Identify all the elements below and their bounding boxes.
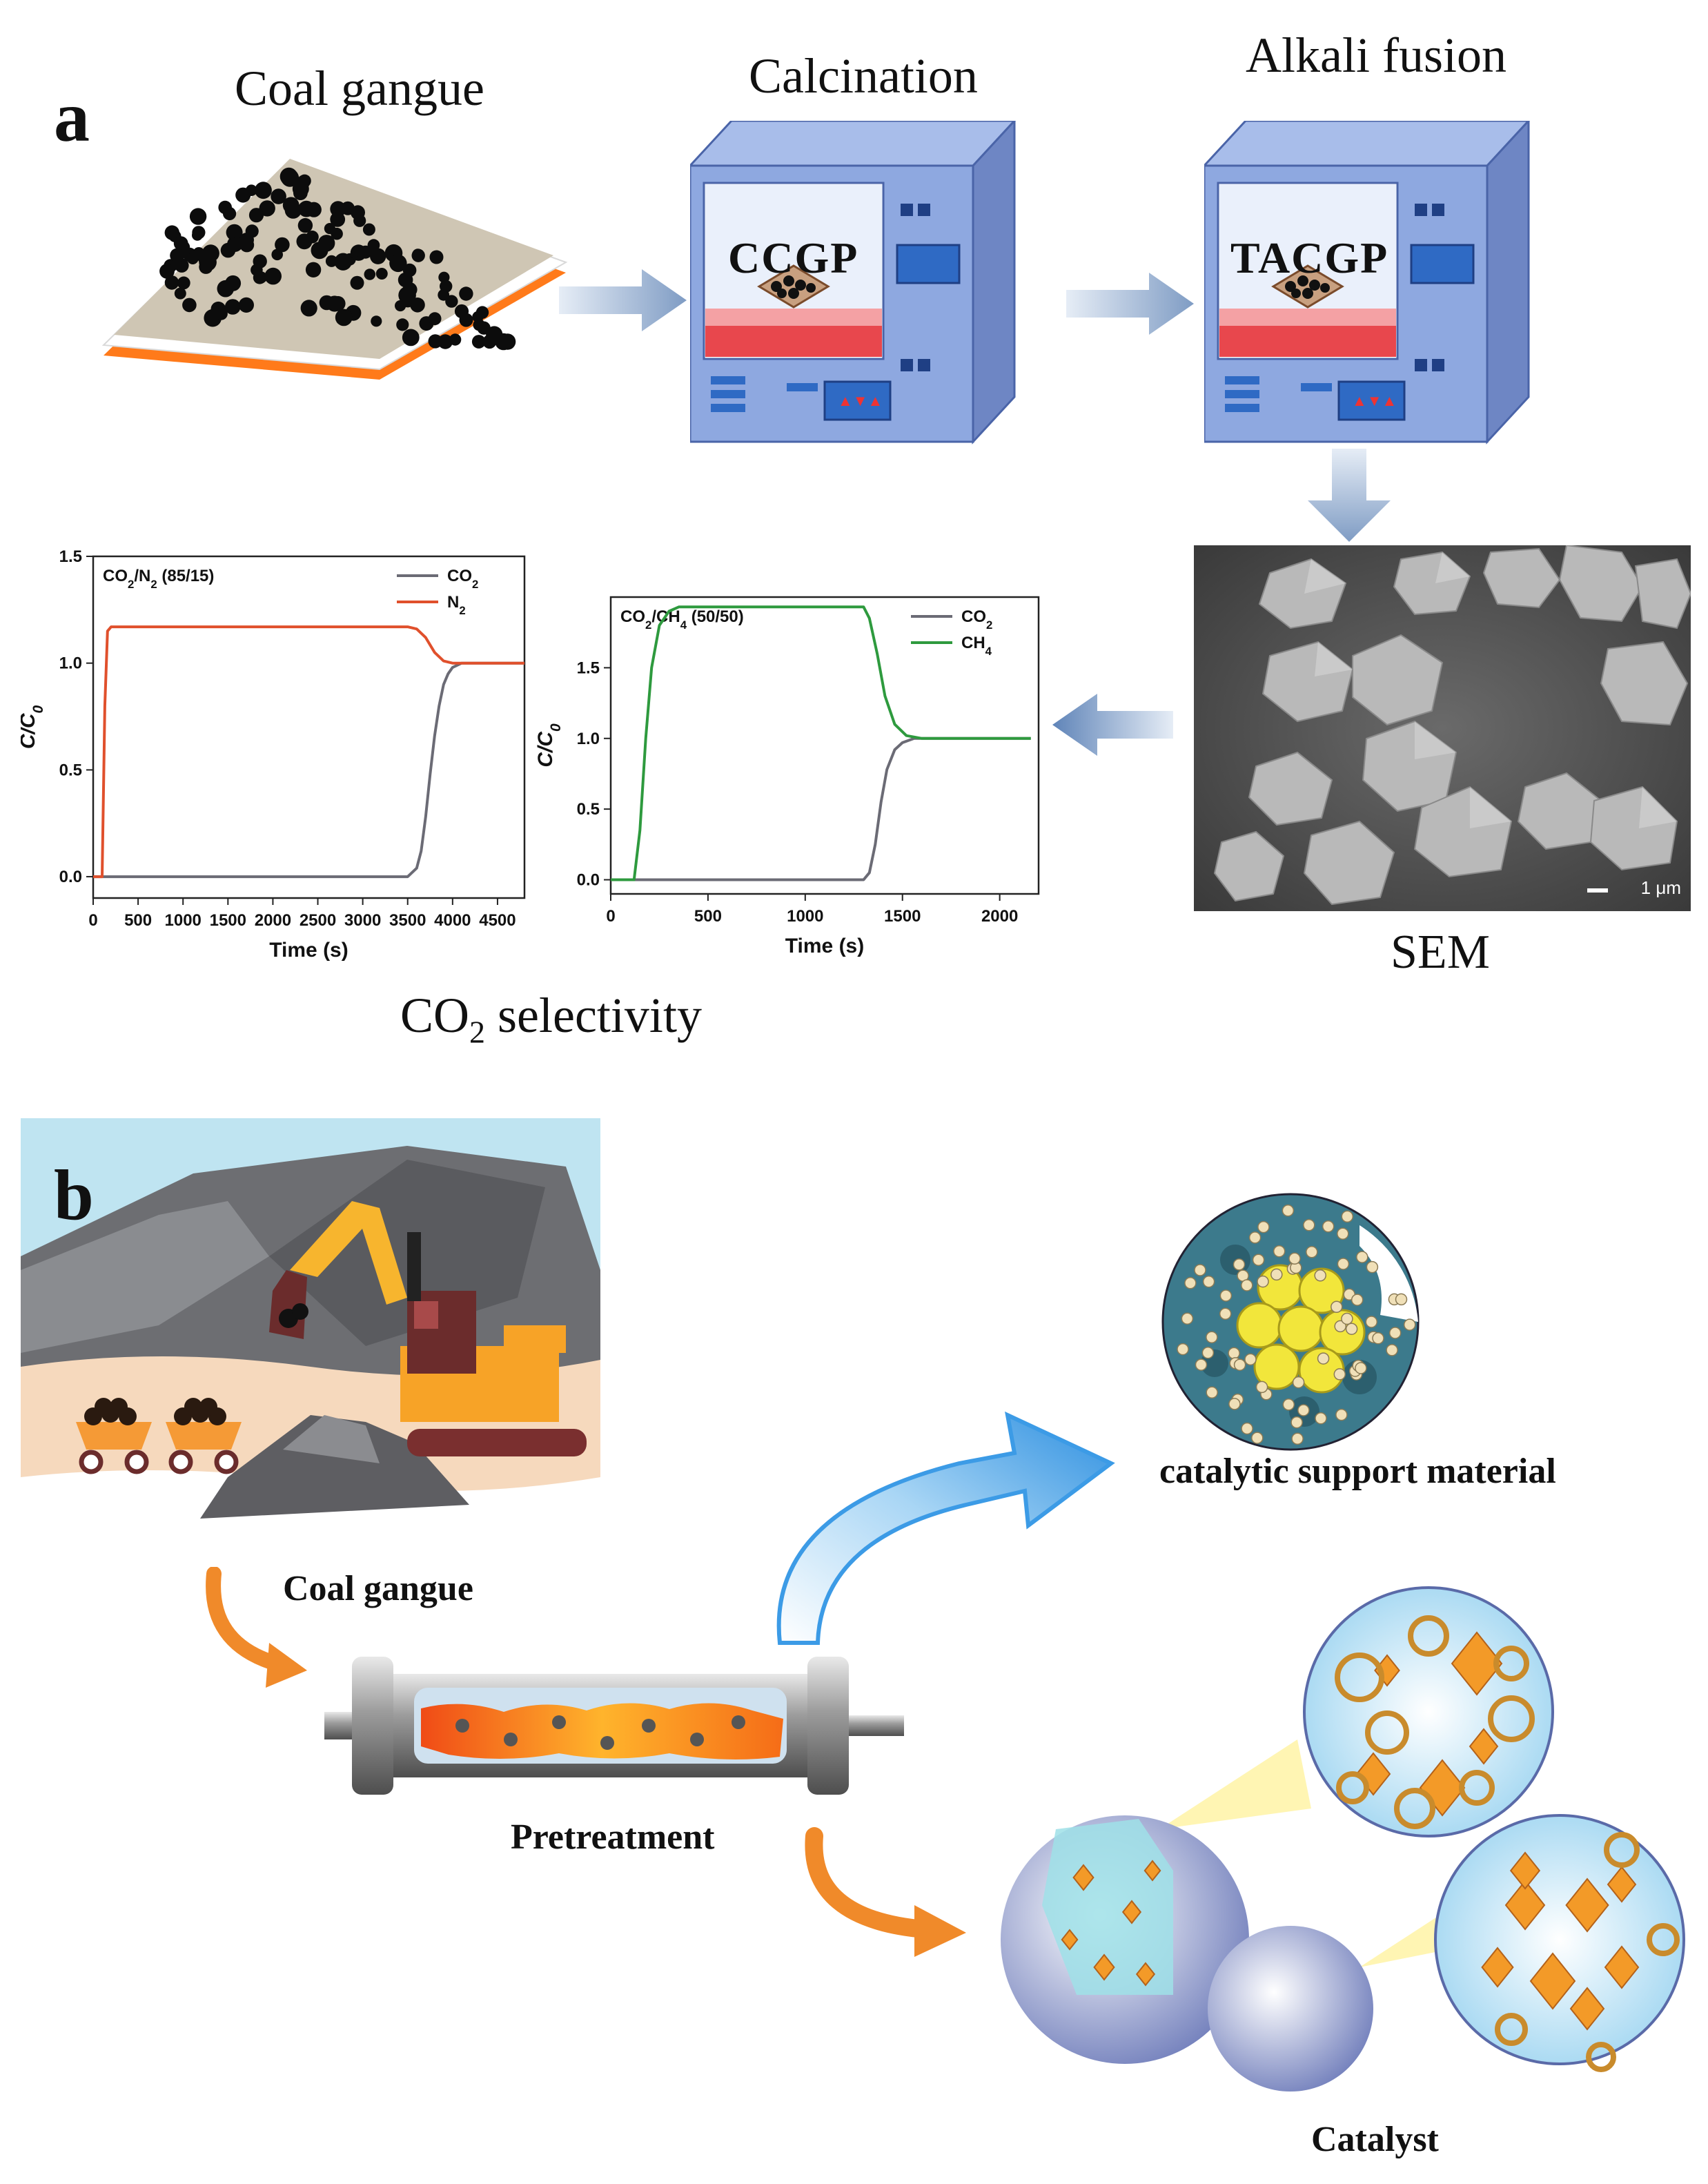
y-tick-label: 1.5 <box>59 547 82 566</box>
sem-micrograph: 1 μm <box>1194 544 1692 911</box>
ccgp-label: CCGP <box>728 233 859 282</box>
calcination-title: Calcination <box>749 48 978 104</box>
sem-scale-bar-label: 1 μm <box>1640 877 1681 898</box>
catalytic-support-sphere <box>1161 1193 1420 1451</box>
catalyst-spheres-illustration <box>1001 1586 1685 2092</box>
coal-gangue-label: Coal gangue <box>283 1569 473 1608</box>
panel-a-letter: a <box>54 77 90 157</box>
pretreatment-label: Pretreatment <box>511 1817 715 1857</box>
x-tick-label: 0 <box>88 911 97 930</box>
y-tick-label: 1.5 <box>577 659 600 677</box>
y-tick-label: 1.0 <box>577 730 600 748</box>
arrow-to-charts <box>1052 694 1173 756</box>
chart-title: CO2/N2 (85/15) <box>103 567 214 591</box>
y-tick-label: 1.0 <box>59 654 82 673</box>
arrow-to-alkali-fusion <box>1066 273 1194 335</box>
y-tick-label: 0.0 <box>577 871 600 890</box>
x-tick-label: 2000 <box>981 907 1018 926</box>
series-line-co2 <box>611 737 1031 881</box>
svg-text:▲▼▲: ▲▼▲ <box>1352 392 1397 409</box>
x-axis-label: Time (s) <box>269 939 348 962</box>
coal-gangue-title: Coal gangue <box>235 61 484 116</box>
y-axis-label: C/C0 <box>21 705 46 750</box>
x-axis-label: Time (s) <box>785 935 864 957</box>
curved-arrow-to-catalyst <box>805 1827 966 1957</box>
co2-n2-breakthrough-chart: 0 500 1000 1500 2000 2500 3000 3500 4000 4500 0.0 0… <box>21 547 526 962</box>
y-tick-label: 0.5 <box>59 761 82 779</box>
plot-frame <box>92 555 526 899</box>
panel-b-letter: b <box>54 1156 94 1235</box>
coal-gangue-pile-illustration <box>101 159 568 380</box>
legend-label: CO2 <box>447 567 478 591</box>
plot-frame <box>609 596 1040 895</box>
arrow-to-calcination <box>559 269 687 331</box>
legend-label: CO2 <box>961 607 992 632</box>
caption-prefix: CO <box>400 988 470 1043</box>
catalyst-label: Catalyst <box>1311 2120 1439 2159</box>
sem-caption: SEM <box>1391 926 1490 979</box>
y-tick-label: 0.0 <box>59 868 82 886</box>
curved-arrow-to-pretreatment <box>206 1567 307 1688</box>
support-material-label: catalytic support material <box>1159 1452 1556 1491</box>
x-tick-label: 3500 <box>389 911 426 930</box>
pretreatment-rotary-kiln <box>324 1657 904 1795</box>
svg-text:▲▼▲: ▲▼▲ <box>838 392 883 409</box>
mining-scene-illustration <box>21 1118 600 1519</box>
x-tick-label: 4000 <box>434 911 471 930</box>
series-line-n2 <box>93 625 524 879</box>
alkali-fusion-furnace: ▲▼▲ TACGP <box>1204 121 1535 445</box>
y-tick-label: 0.5 <box>577 800 600 819</box>
curved-arrow-to-support-material <box>776 1411 1115 1645</box>
x-tick-label: 4500 <box>479 911 516 930</box>
x-tick-label: 1000 <box>787 907 823 926</box>
y-axis-label: C/C0 <box>534 723 564 768</box>
x-tick-label: 1500 <box>884 907 921 926</box>
chart-title: CO2/CH4 (50/50) <box>620 607 744 632</box>
tacgp-label: TACGP <box>1230 233 1389 282</box>
co2-selectivity-caption: CO2 selectivity <box>400 987 702 1050</box>
x-tick-label: 0 <box>606 907 615 926</box>
alkali-fusion-title: Alkali fusion <box>1246 28 1506 83</box>
x-tick-label: 3000 <box>344 911 381 930</box>
caption-suffix: selectivity <box>485 988 702 1043</box>
x-tick-label: 2000 <box>255 911 291 930</box>
calcination-furnace: ▲▼▲ CCGP <box>690 121 1021 445</box>
x-tick-label: 2500 <box>300 911 336 930</box>
x-tick-label: 1000 <box>165 911 202 930</box>
series-line-ch4 <box>611 605 1031 881</box>
legend-label: N2 <box>447 593 466 617</box>
x-tick-label: 500 <box>124 911 152 930</box>
series-line-co2 <box>93 661 524 879</box>
x-tick-label: 1500 <box>210 911 246 930</box>
x-tick-label: 500 <box>694 907 722 926</box>
legend-label: CH4 <box>961 634 992 658</box>
arrow-to-sem <box>1308 449 1391 542</box>
caption-subscript: 2 <box>469 1014 486 1050</box>
